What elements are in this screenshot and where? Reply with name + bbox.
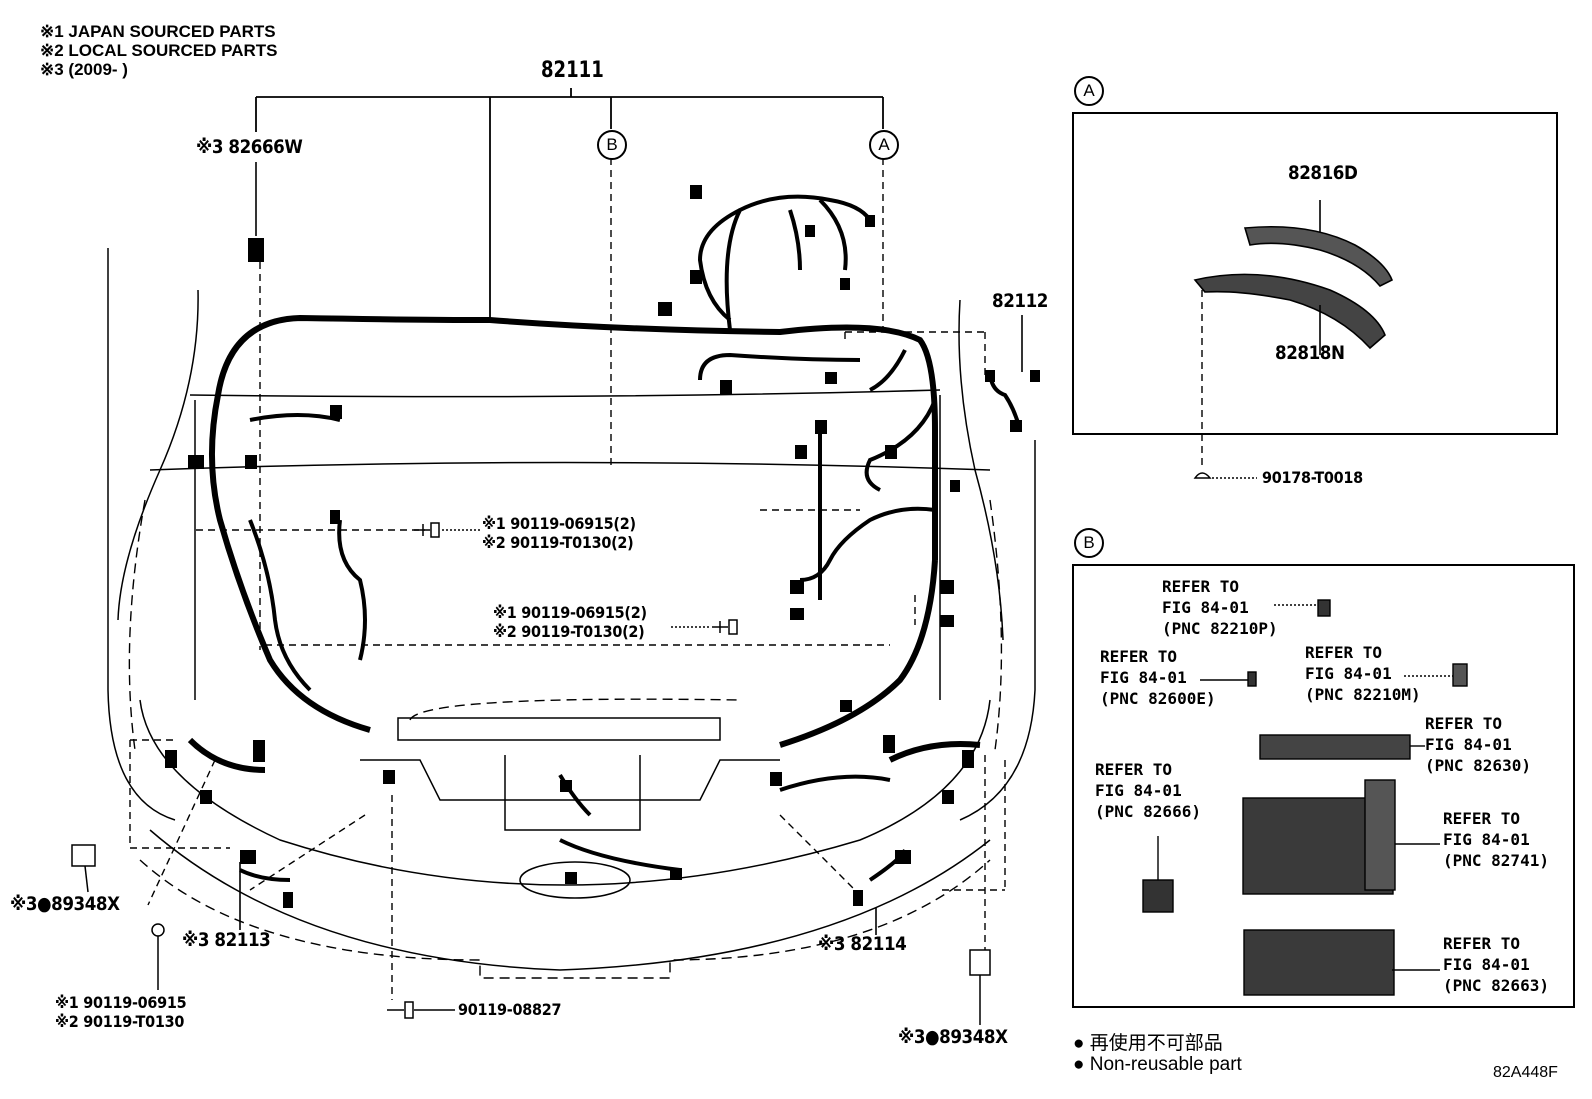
detail-a-parts — [1193, 200, 1394, 355]
callout-bolt-upper-2: ※2 90119-T0130(2) — [482, 533, 634, 552]
refer-line: REFER TO — [1162, 577, 1240, 596]
detail-a-frame — [1072, 112, 1558, 435]
marker-a: A — [869, 130, 899, 160]
harness-trunk — [187, 314, 981, 773]
callout-82111: 82111 — [541, 58, 604, 83]
detail-b-parts — [1142, 599, 1468, 996]
dashed-leaders — [129, 158, 1203, 1000]
refer-pnc: (PNC 82630) — [1425, 756, 1531, 775]
callout-82112: 82112 — [992, 290, 1048, 312]
callout-bolt-low-2: ※2 90119-T0130 — [55, 1012, 185, 1031]
detail-b-frame — [1072, 564, 1575, 1008]
detail-b-marker: B — [1074, 528, 1104, 558]
refer-pnc: (PNC 82600E) — [1100, 689, 1216, 708]
refer-line: REFER TO — [1443, 809, 1521, 828]
refer-pnc: (PNC 82210P) — [1162, 619, 1278, 638]
refer-pnc-82666: REFER TO FIG 84-01 (PNC 82666) — [1095, 759, 1201, 822]
figure-code: 82A448F — [1493, 1064, 1558, 1081]
refer-pnc-82210p: REFER TO FIG 84-01 (PNC 82210P) — [1162, 576, 1278, 639]
callout-bolt-mid-1: ※1 90119-06915(2) — [493, 603, 647, 622]
refer-line: REFER TO — [1100, 647, 1178, 666]
vehicle-body-outline — [107, 248, 1036, 971]
callout-90119-08827: 90119-08827 — [458, 1000, 562, 1019]
connectors — [165, 185, 1040, 908]
callout-89348x-right: ※3●89348X — [898, 1026, 1008, 1048]
refer-line: REFER TO — [1425, 714, 1503, 733]
refer-line: REFER TO — [1095, 760, 1173, 779]
callout-90178-t0018: 90178-T0018 — [1262, 468, 1363, 487]
refer-pnc: (PNC 82741) — [1443, 851, 1549, 870]
legend: ※1 JAPAN SOURCED PARTS ※2 LOCAL SOURCED … — [40, 22, 277, 79]
refer-fig: FIG 84-01 — [1443, 830, 1530, 849]
refer-fig: FIG 84-01 — [1100, 668, 1187, 687]
note-non-reusable-en: ● Non-reusable part — [1073, 1054, 1242, 1075]
legend-japan-sourced: ※1 JAPAN SOURCED PARTS — [40, 22, 276, 41]
refer-pnc: (PNC 82663) — [1443, 976, 1549, 995]
callout-82114: ※3 82114 — [818, 933, 907, 955]
refer-pnc-82741: REFER TO FIG 84-01 (PNC 82741) — [1443, 808, 1549, 871]
leader-82111 — [255, 88, 884, 320]
refer-pnc-82663: REFER TO FIG 84-01 (PNC 82663) — [1443, 933, 1549, 996]
detail-a-part-82818n: 82818N — [1275, 342, 1345, 364]
fasteners — [71, 472, 1257, 1025]
refer-fig: FIG 84-01 — [1443, 955, 1530, 974]
refer-pnc-82600e: REFER TO FIG 84-01 (PNC 82600E) — [1100, 646, 1216, 709]
refer-pnc: (PNC 82210M) — [1305, 685, 1421, 704]
note-non-reusable-jp: ● 再使用不可部品 — [1073, 1033, 1223, 1054]
detail-a-part-82816d: 82816D — [1288, 162, 1358, 184]
refer-fig: FIG 84-01 — [1162, 598, 1249, 617]
callout-82113: ※3 82113 — [182, 929, 271, 951]
vehicle-body-dashed — [128, 499, 1003, 979]
refer-fig: FIG 84-01 — [1095, 781, 1182, 800]
marker-b: B — [597, 130, 627, 160]
callout-bolt-upper-1: ※1 90119-06915(2) — [482, 514, 636, 533]
refer-pnc-82210m: REFER TO FIG 84-01 (PNC 82210M) — [1305, 642, 1421, 705]
callout-bolt-mid-2: ※2 90119-T0130(2) — [493, 622, 645, 641]
refer-line: REFER TO — [1305, 643, 1383, 662]
detail-a-marker: A — [1074, 76, 1104, 106]
refer-pnc-82630: REFER TO FIG 84-01 (PNC 82630) — [1425, 713, 1531, 776]
callout-89348x-left: ※3●89348X — [10, 893, 120, 915]
refer-line: REFER TO — [1443, 934, 1521, 953]
refer-pnc: (PNC 82666) — [1095, 802, 1201, 821]
callout-bolt-low-1: ※1 90119-06915 — [55, 993, 187, 1012]
refer-fig: FIG 84-01 — [1425, 735, 1512, 754]
callout-82666w: ※3 82666W — [196, 136, 303, 158]
legend-year-range: ※3 (2009- ) — [40, 60, 128, 79]
legend-local-sourced: ※2 LOCAL SOURCED PARTS — [40, 41, 278, 60]
refer-fig: FIG 84-01 — [1305, 664, 1392, 683]
